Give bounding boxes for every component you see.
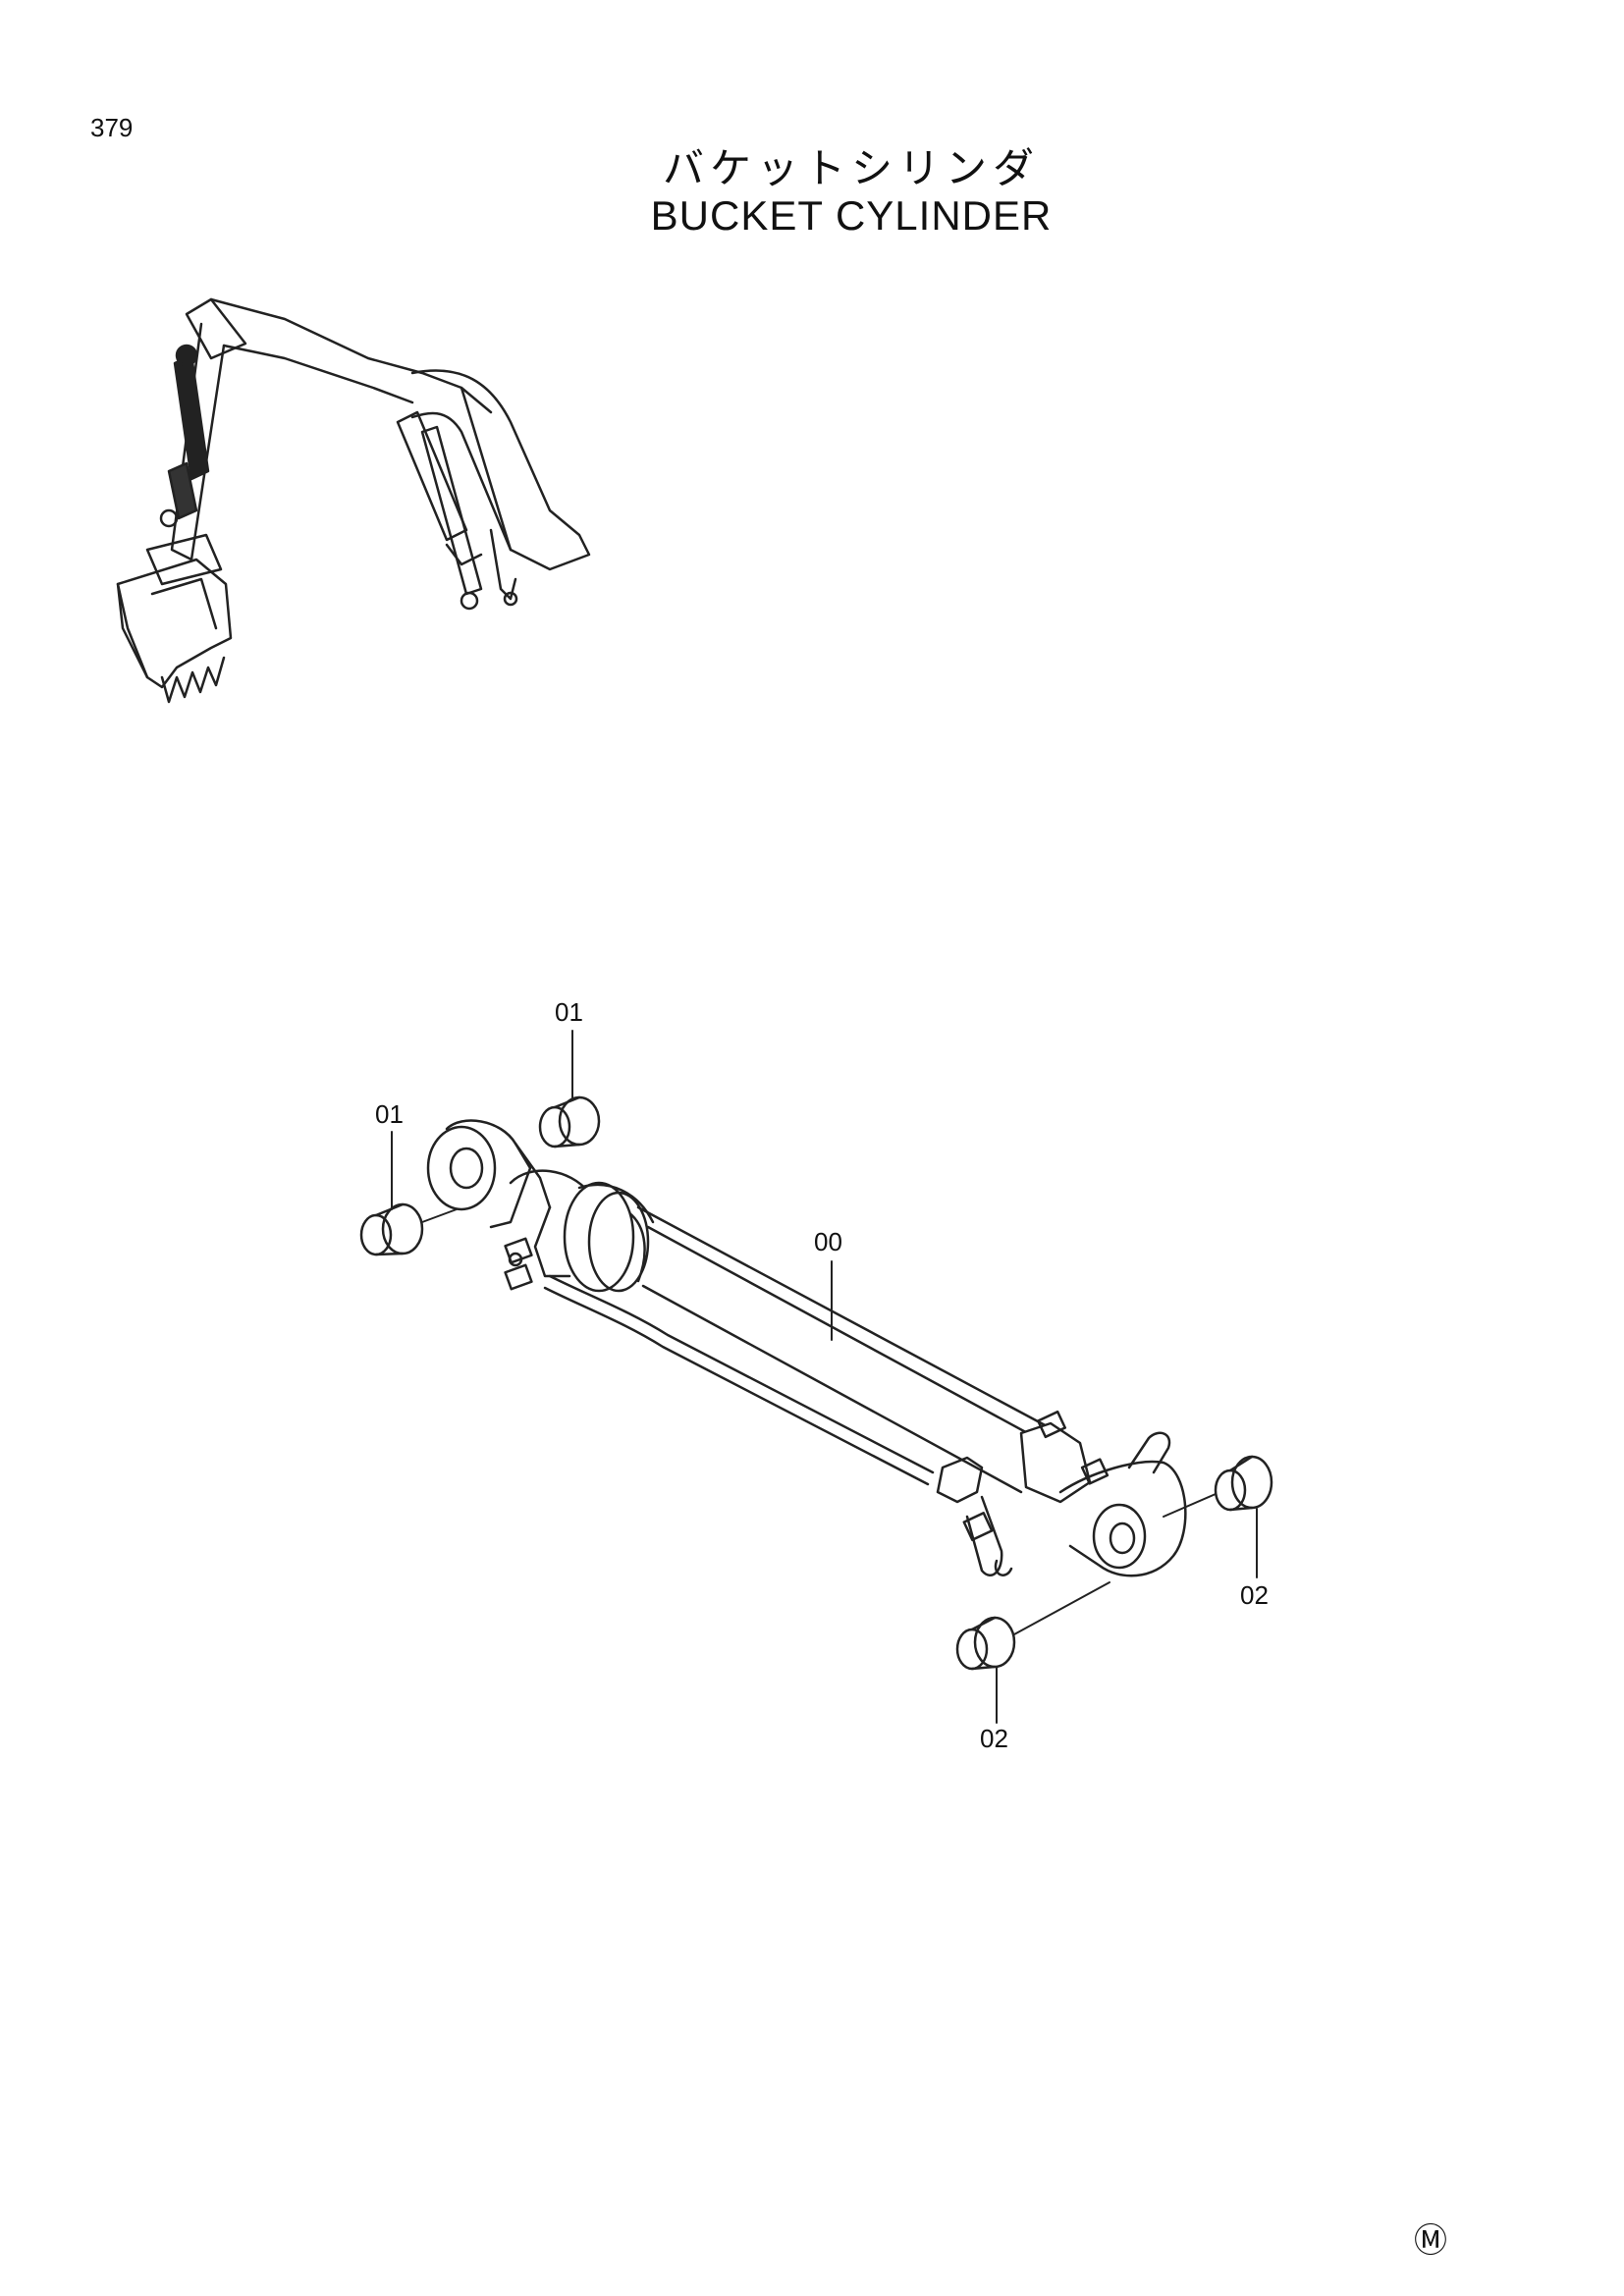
callout-02-right: 02	[1240, 1580, 1269, 1610]
callout-02-bottom: 02	[980, 1724, 1008, 1753]
callout-leaders	[391, 1030, 1258, 1724]
excavator-arm-overview-icon	[116, 297, 591, 704]
manufacturer-mark: Ⓜ	[1414, 2222, 1447, 2260]
callout-01-top: 01	[555, 997, 583, 1027]
bushing-icon	[359, 1095, 1273, 1671]
page-number: 379	[90, 113, 134, 142]
page-title-english: BUCKET CYLINDER	[650, 192, 1053, 239]
bucket-cylinder-assembly-icon	[426, 1119, 1187, 1577]
callout-00: 00	[814, 1227, 842, 1256]
page-title-japanese: バケットシリンダ	[662, 144, 1040, 192]
callout-01-left: 01	[375, 1099, 404, 1129]
